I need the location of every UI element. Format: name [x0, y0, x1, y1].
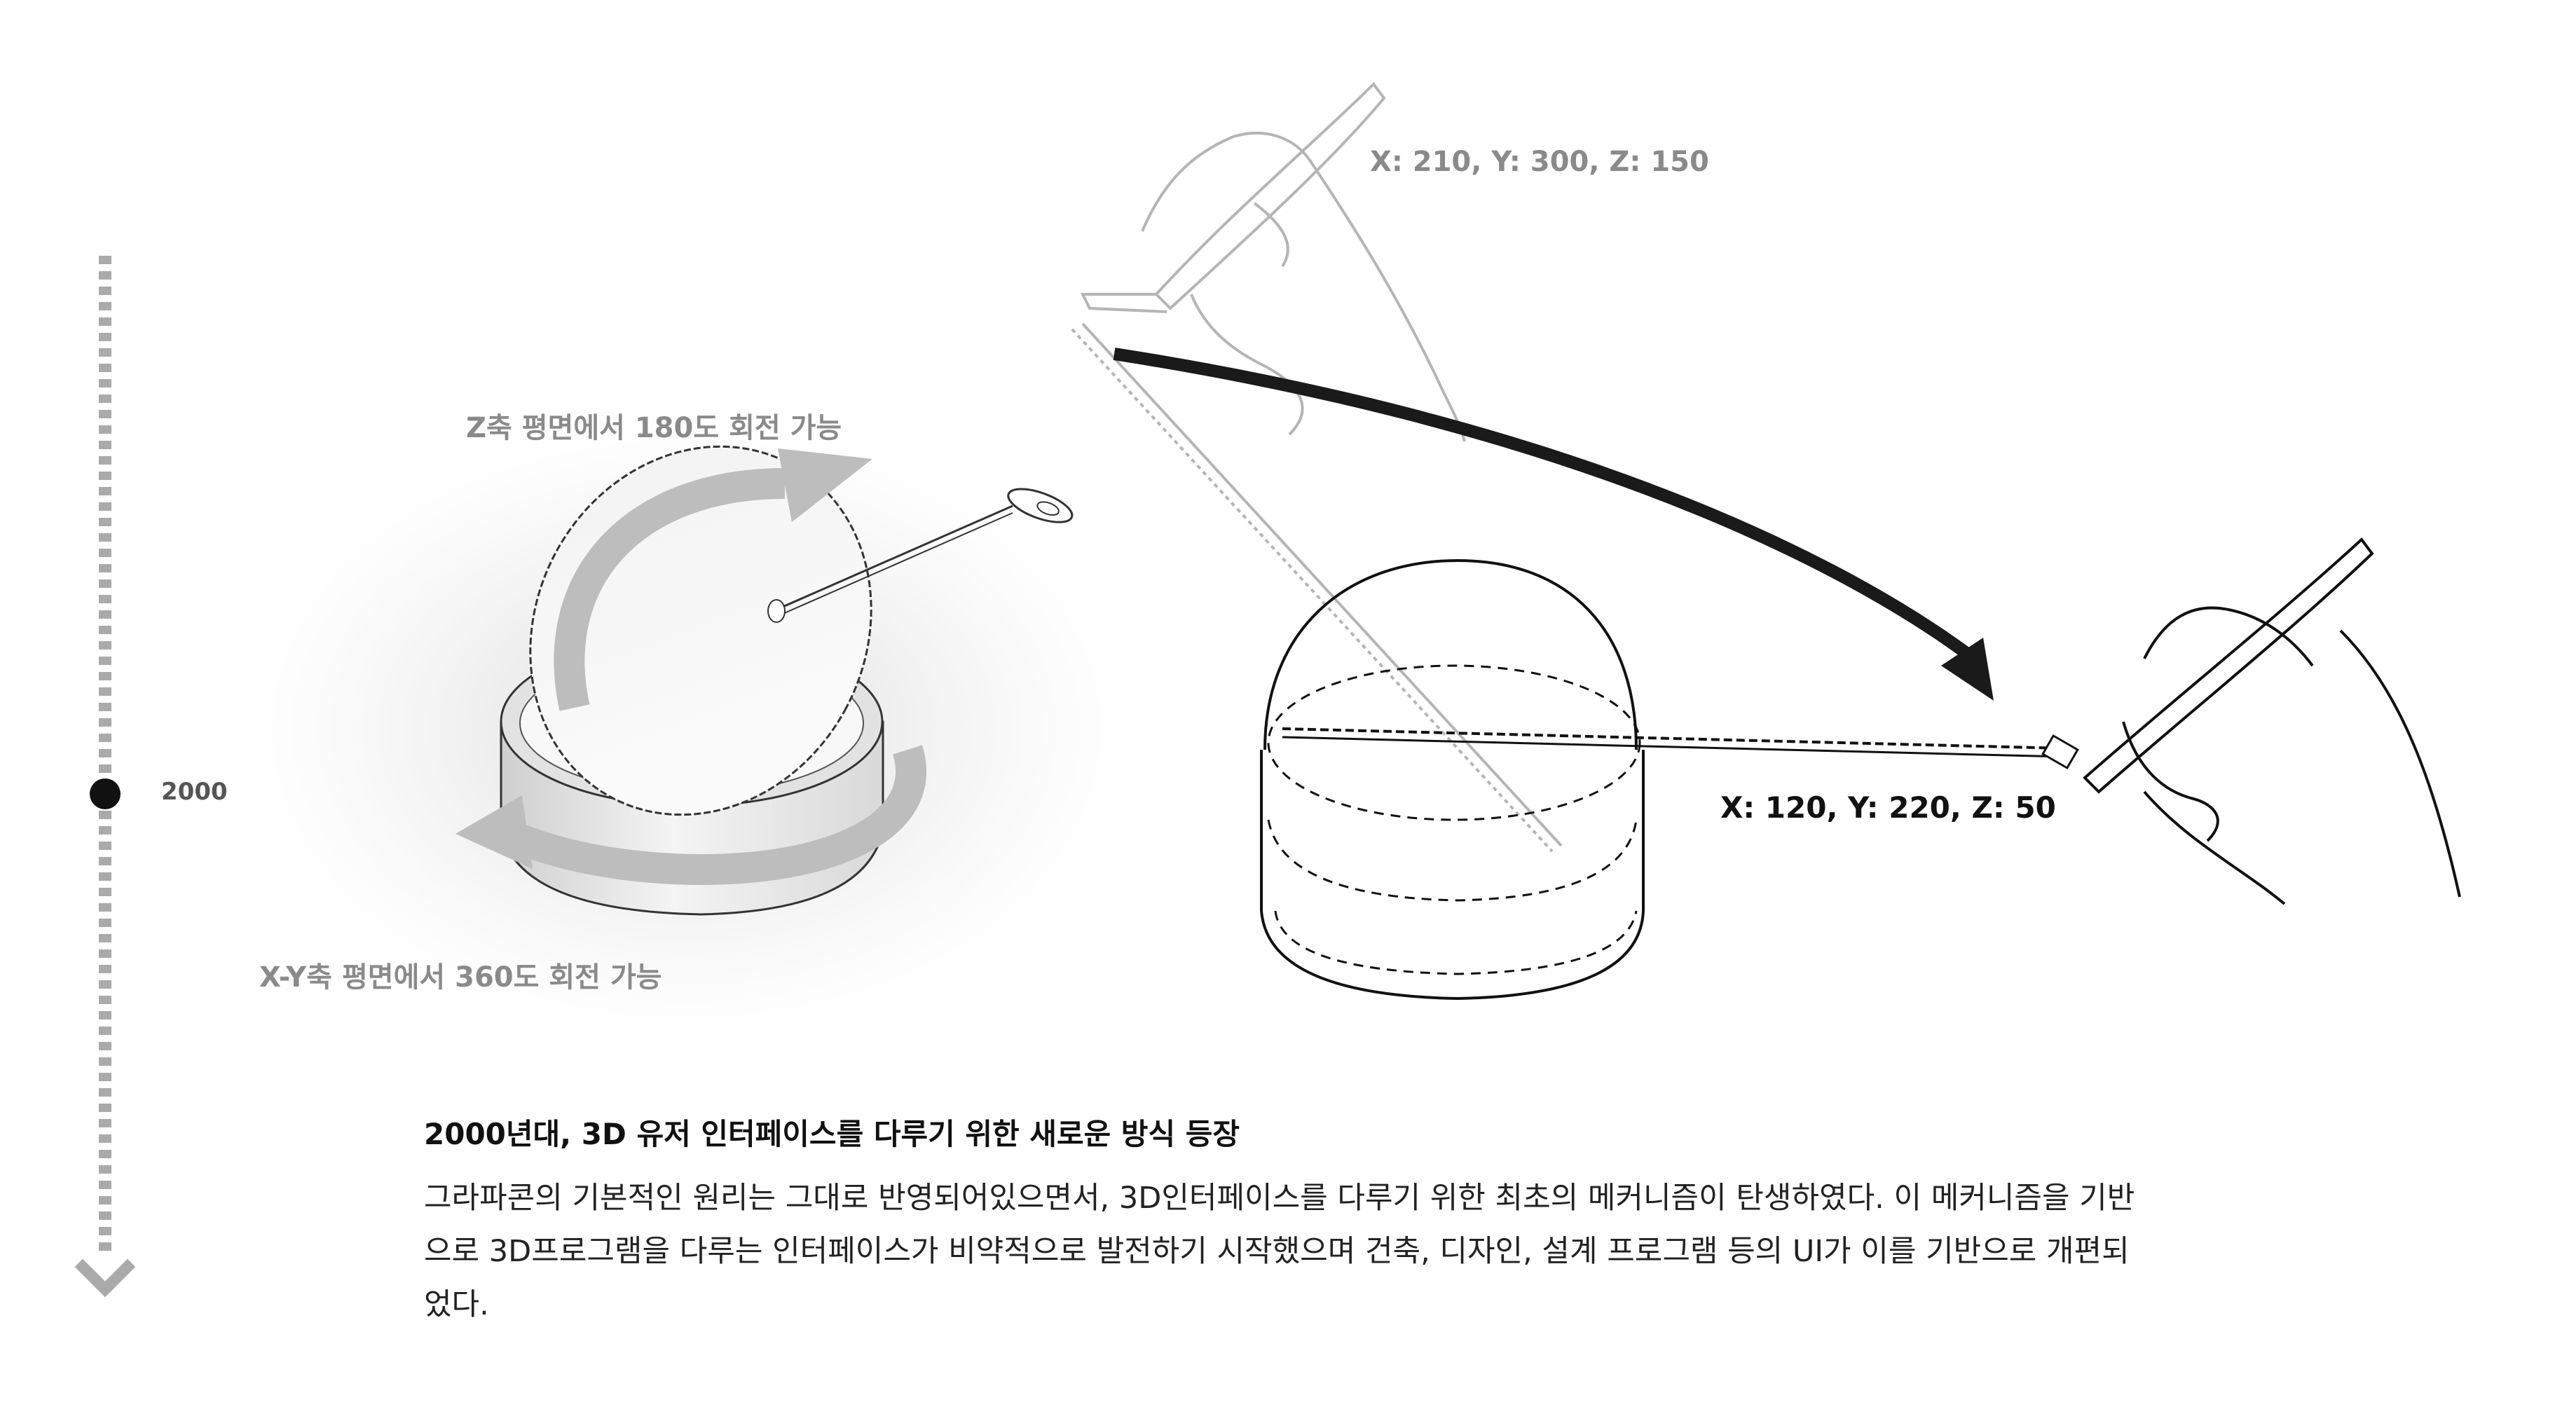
ghost-hand-stylus — [1071, 81, 1563, 853]
current-hand-wrist — [2339, 629, 2461, 898]
xy-rotation-arrowhead — [455, 795, 533, 869]
timeline — [74, 256, 136, 1298]
left-device-illustration — [182, 378, 1191, 1079]
base-hidden-edge — [1267, 819, 1638, 902]
xy-rotation-label: X-Y축 평면에서 360도 회전 가능 — [259, 961, 662, 994]
after-coords-label: X: 120, Y: 220, Z: 50 — [1720, 790, 2056, 825]
ghost-rod-edge — [1081, 322, 1563, 847]
current-pen-body — [2083, 537, 2374, 794]
current-rod — [1282, 727, 2064, 750]
right-device-illustration — [1071, 81, 2461, 1001]
stylus-rod — [776, 504, 1013, 611]
ghost-pen-body — [1154, 81, 1386, 310]
timeline-year-dot — [90, 778, 121, 809]
z-rotation-arrow-shaft — [554, 468, 786, 711]
ghost-hand-outline — [1141, 131, 1466, 442]
stylus-grip — [1007, 488, 1074, 523]
xy-rotation-arrow-shaft — [501, 745, 926, 885]
caption-body: 그라파콘의 기본적인 원리는 그대로 반영되어있으면서, 3D인터페이스를 다루… — [424, 1181, 2135, 1322]
chevron-down-icon — [74, 1258, 136, 1298]
current-hand-top — [2143, 606, 2314, 667]
current-hand-palm — [2143, 790, 2286, 905]
ghost-rod — [1071, 328, 1554, 853]
z-rotation-label: Z축 평면에서 180도 회전 가능 — [466, 412, 842, 444]
dome-equator-hidden — [1267, 664, 1641, 821]
base-outline — [1260, 750, 1645, 1001]
z-rotation-arrowhead — [778, 448, 872, 522]
dome-outline — [1263, 558, 1638, 750]
current-rod-edge — [1282, 736, 2064, 758]
ghost-pen-tip — [1080, 293, 1167, 313]
caption-headline: 2000년대, 3D 유저 인터페이스를 다루기 위한 새로운 방식 등장 — [424, 1117, 1240, 1151]
base-bottom-hidden — [1274, 910, 1638, 975]
movement-arrowhead — [1941, 638, 1994, 701]
timeline-year-label: 2000 — [161, 778, 228, 806]
current-hand-fingers — [2122, 721, 2219, 842]
movement-arrow-shaft — [1113, 348, 1973, 661]
current-hand-stylus — [2083, 537, 2461, 905]
ghost-hand-fingers — [1190, 294, 1304, 436]
stylus-socket — [767, 599, 786, 623]
stylus-rod-edge — [776, 512, 1013, 617]
ghost-hand-knuckle — [1253, 202, 1289, 268]
before-coords-label: X: 210, Y: 300, Z: 150 — [1370, 146, 1709, 178]
current-rod-joint — [2041, 734, 2079, 770]
